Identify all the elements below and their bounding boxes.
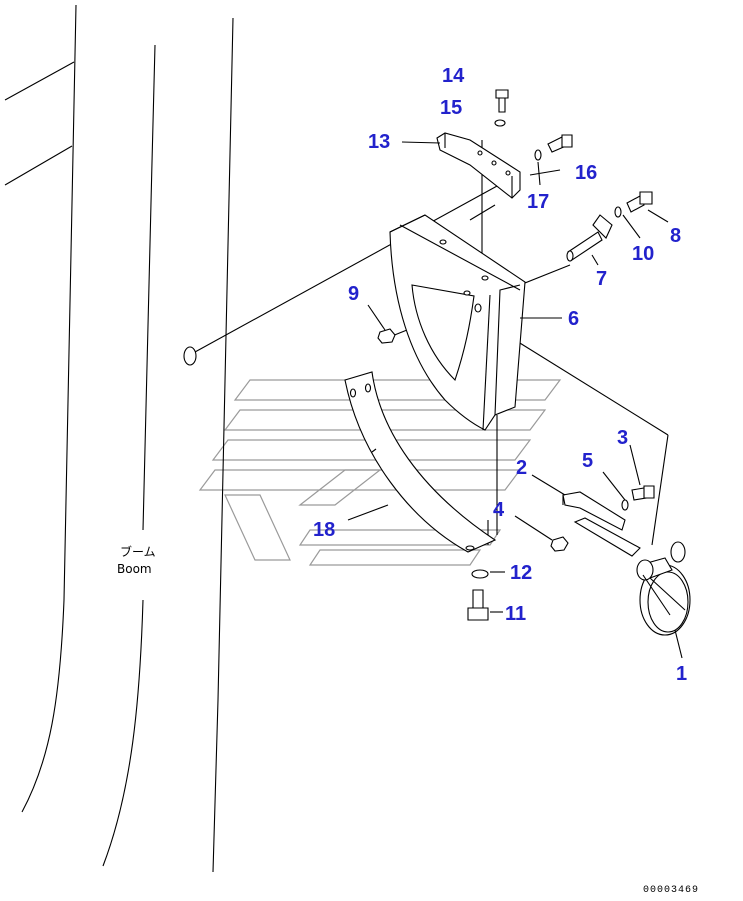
callout-15: 15 [440, 97, 462, 119]
washer-10 [614, 206, 622, 218]
callout-labels: 1 2 3 4 5 6 7 8 9 10 11 12 13 14 15 16 1… [313, 65, 687, 685]
washer-17 [534, 149, 542, 161]
callout-7: 7 [596, 268, 607, 290]
drawing-number: 00003469 [643, 885, 699, 896]
boom-outline [4, 4, 234, 873]
leader-lines [347, 141, 683, 659]
washer-15 [494, 119, 506, 127]
callout-12: 12 [510, 562, 532, 584]
callout-10: 10 [632, 243, 654, 265]
main-bracket [389, 214, 526, 431]
washer-5 [621, 499, 629, 511]
callout-13: 13 [368, 131, 390, 153]
callout-14: 14 [442, 65, 465, 87]
callout-9: 9 [348, 283, 359, 305]
bolt-11 [467, 589, 489, 621]
bolt-8 [626, 191, 653, 213]
bolt-14 [495, 89, 509, 113]
bolt-3 [631, 485, 655, 501]
boom-label-en: Boom [117, 562, 152, 576]
guide-lines [194, 140, 669, 546]
boom-label-jp: ブーム [120, 544, 156, 559]
callout-2: 2 [516, 457, 527, 479]
callout-5: 5 [582, 450, 593, 472]
curved-plate [344, 371, 497, 553]
callout-8: 8 [670, 225, 681, 247]
callout-11: 11 [505, 603, 526, 625]
nut-4 [550, 536, 569, 552]
callout-6: 6 [568, 308, 579, 330]
upper-bracket [436, 132, 521, 199]
callout-17: 17 [527, 191, 549, 213]
assembly-1 [636, 541, 691, 636]
bolt-16 [547, 134, 573, 153]
pin-7 [566, 214, 613, 262]
callout-3: 3 [617, 427, 628, 449]
nut-9 [377, 328, 396, 344]
hidden-washer [183, 346, 197, 366]
callout-18: 18 [313, 519, 335, 541]
callout-1: 1 [676, 663, 687, 685]
bracket-2 [562, 491, 641, 557]
callout-16: 16 [575, 162, 597, 184]
callout-4: 4 [493, 499, 505, 521]
washer-12 [471, 569, 489, 579]
